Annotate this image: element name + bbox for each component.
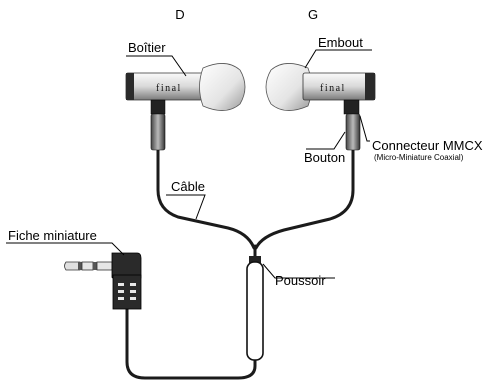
- left-brand-text: final: [320, 83, 346, 94]
- cable-leader: [166, 194, 206, 220]
- housing-leader: [126, 55, 187, 77]
- right-eartip: [199, 63, 246, 111]
- connector-label: Connecteur MMCX: [372, 138, 483, 153]
- remote-control: [246, 256, 264, 361]
- mini-plug: [64, 252, 142, 310]
- housing-label: Boîtier: [128, 40, 166, 55]
- right-side-label: D: [175, 7, 184, 22]
- right-brand-text: final: [156, 83, 182, 94]
- left-joint: [343, 99, 360, 115]
- left-stem: [345, 113, 361, 151]
- connector-leader: [359, 115, 370, 142]
- cable: [125, 148, 355, 380]
- eartip-label: Embout: [318, 35, 363, 50]
- left-side-label: G: [308, 7, 318, 22]
- right-housing-end: [126, 73, 134, 100]
- eartip-leader: [304, 49, 372, 69]
- cable-label: Câble: [171, 179, 205, 194]
- remote-leader: [262, 263, 335, 279]
- remote-label: Poussoir: [275, 273, 326, 288]
- right-earphone: final: [125, 63, 246, 151]
- right-joint: [150, 99, 166, 115]
- button-leader: [306, 131, 346, 150]
- right-stem: [150, 113, 166, 151]
- mini-plug-label: Fiche miniature: [8, 228, 97, 243]
- connector-sublabel: (Micro-Miniature Coaxial): [374, 153, 464, 162]
- left-earphone: final: [265, 63, 376, 151]
- mini-plug-leader: [6, 242, 125, 256]
- button-label: Bouton: [304, 150, 345, 165]
- left-housing-end: [365, 73, 375, 100]
